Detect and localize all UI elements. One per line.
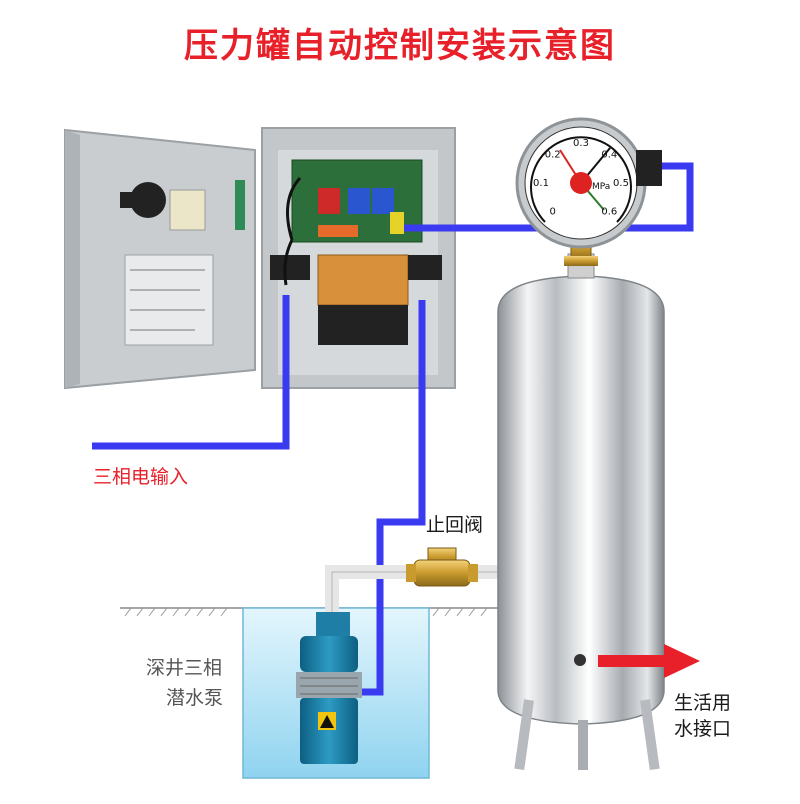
tank-outlet [574,654,586,666]
gauge-scale-label: 0.1 [533,178,549,189]
control-cabinet-box [261,127,456,389]
gauge-scale-label: 0.2 [545,150,561,161]
page-title: 压力罐自动控制安装示意图 [184,26,616,66]
gauge-unit: MPa [592,182,610,192]
label-power-input: 三相电输入 [93,466,189,488]
gauge-scale-label: 0.4 [601,150,617,161]
label-check-valve: 止回阀 [426,514,484,536]
pressure-tank [497,253,665,771]
check-valve [406,547,478,587]
outlet-arrow [598,644,700,678]
gauge-scale-label: 0 [550,206,556,217]
wire-to-pump [358,300,426,696]
wire-power-input [92,295,290,450]
label-outlet-line2: 水接口 [674,718,732,740]
control-cabinet-door [64,128,256,390]
label-pump-line1: 深井三相 [146,657,223,679]
submersible-pump [296,612,362,764]
pressure-gauge [390,117,662,266]
gauge-scale-label: 0.3 [573,138,589,149]
label-pump-line2: 潜水泵 [166,687,224,709]
label-outlet-line1: 生活用 [674,692,732,714]
gauge-scale: 0 0.1 0.2 0.3 0.4 0.5 0.6 [533,138,629,217]
gauge-scale-label: 0.6 [601,206,617,217]
gauge-scale-label: 0.5 [613,178,629,189]
